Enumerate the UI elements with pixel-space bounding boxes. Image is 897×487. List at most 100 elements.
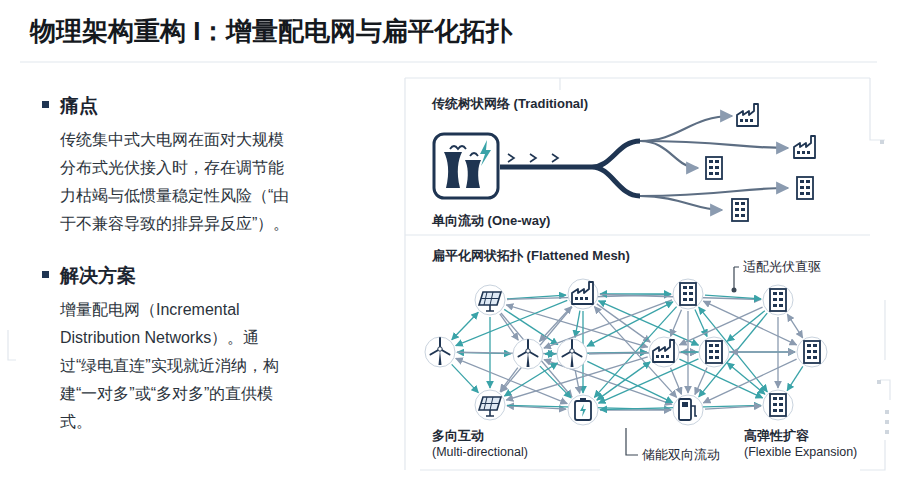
building-window [779,304,783,307]
circuit-line [884,300,885,360]
circuit-line [405,234,870,235]
bullet-square [42,271,49,278]
callout-label: (Flexible Expansion) [742,445,859,459]
flow-chevron [552,154,558,162]
building-window [800,192,804,195]
mesh-link [587,361,672,402]
factory-outline [737,104,758,126]
building-window [773,298,777,301]
building-window [741,202,745,205]
mesh-link [671,310,682,337]
solar-panel [479,397,501,410]
turbine-mast [439,350,442,365]
node-disc [673,279,703,309]
factory-outline [572,282,593,304]
building-window [779,403,783,406]
node-disc [797,337,827,367]
factory-node [649,337,679,367]
building-window [807,356,811,359]
building-window [735,214,739,217]
mesh-link [695,368,707,395]
wind-node [557,339,587,369]
building-window [715,350,719,353]
factory-window [740,119,743,122]
building-window [683,292,687,295]
factory-window [797,151,800,154]
building-window [715,166,719,169]
solar-panel [479,292,501,305]
callout-label: 适配光伏直驱 [741,259,823,276]
circuit-line [860,440,885,470]
building-outline [706,341,722,363]
building-window [683,286,687,289]
mesh-network [425,279,827,425]
solar-node [475,390,505,420]
solar-stand [486,410,494,416]
mesh-link [575,371,579,394]
building-window [715,160,719,163]
mesh-link [671,368,682,395]
building-window [779,292,783,295]
charger-hose [691,406,697,416]
building-window [689,298,693,301]
building-window [813,350,817,353]
building-outline [797,177,813,199]
mesh-link [787,314,802,338]
solar-grid [481,397,499,410]
building-window [735,202,739,205]
panel-caption: 单向流动 (One-way) [430,212,552,230]
solar-stand [486,305,494,311]
factory-window [575,297,578,300]
building-window [683,298,687,301]
building-window [689,292,693,295]
mesh-link [705,295,761,299]
building-outline [680,283,696,305]
building-window [807,350,811,353]
node-disc [649,337,679,367]
lightning-bolt [480,140,491,166]
building-window [806,186,810,189]
building-window [773,397,777,400]
factory-outline [794,136,815,158]
node-disc [763,285,793,315]
node-disc [568,395,598,425]
mesh-link [705,406,761,409]
steam [450,146,478,156]
building-window [741,208,745,211]
building-node [763,285,793,315]
mesh-link [727,311,765,342]
building-icon [706,157,722,179]
charger-node [673,395,703,425]
branch-line [640,188,788,196]
factory-node [568,279,598,309]
building-window [715,172,719,175]
slide-title: 物理架构重构 I：增量配电网与扁平化拓扑 [30,14,512,49]
building-window [773,292,777,295]
building-window [709,350,713,353]
factory-window [666,355,669,358]
mesh-link [695,310,707,337]
factory-window [661,355,664,358]
mesh-link [544,300,672,348]
building-window [715,356,719,359]
mesh-link [539,307,571,342]
circuit-line [870,78,885,140]
battery-body [575,401,591,420]
solar-grid [481,292,499,305]
building-window [709,160,713,163]
background-circuit [8,62,890,470]
solar-node [475,285,505,315]
battery-node [568,395,598,425]
factory-window [745,119,748,122]
node-disc [475,285,505,315]
tree-network [434,104,815,221]
circuit-dot [877,380,881,384]
mesh-link [597,362,650,400]
node-disc [557,339,587,369]
circuit-line [8,330,16,360]
node-disc [425,337,455,367]
circuit-dot [880,140,884,144]
cooling-tower [444,152,462,188]
building-node [763,390,793,420]
callout-label: (Multi-directional) [430,445,530,459]
